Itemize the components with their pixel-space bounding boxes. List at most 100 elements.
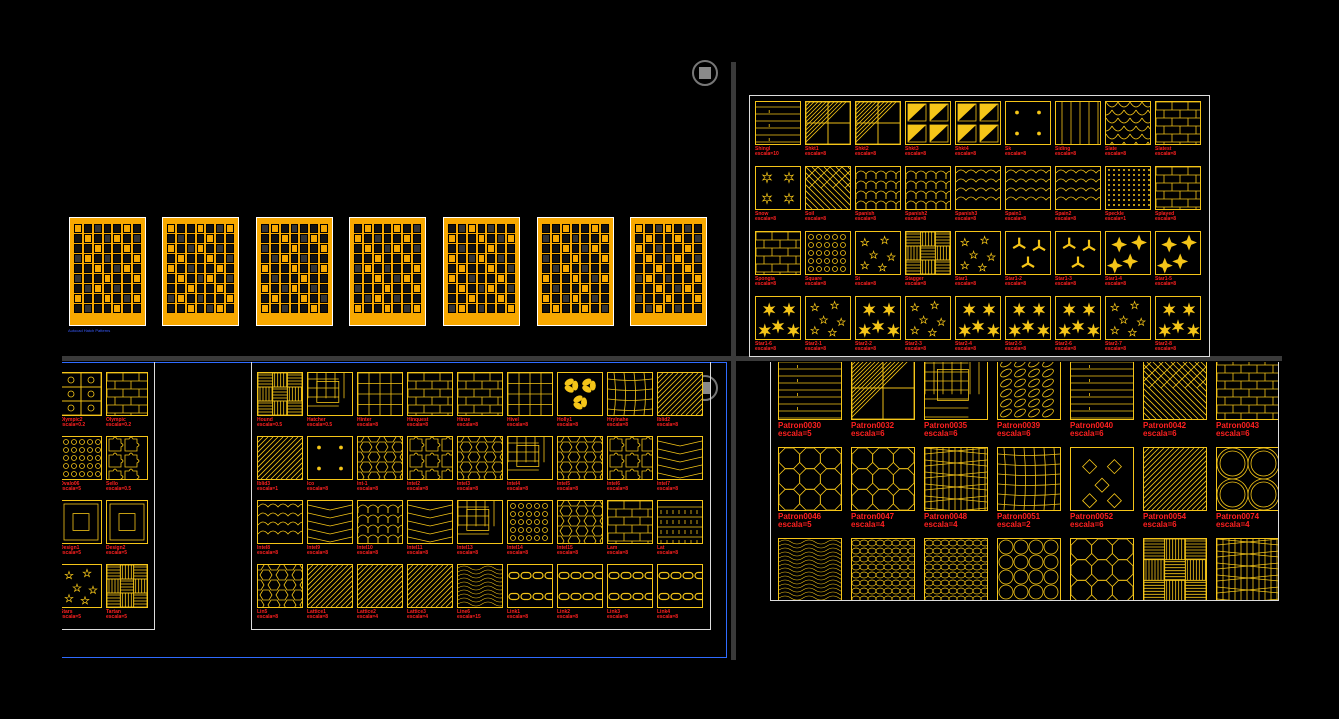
hatch-pattern-tile[interactable]: Patron0158escala=5 <box>1216 538 1278 600</box>
hatch-sheet-thumbnail[interactable] <box>256 217 333 326</box>
hatch-pattern-tile[interactable]: Patron0130escala=4 <box>997 538 1061 600</box>
viewport-splitter-vertical[interactable] <box>731 62 736 660</box>
hatch-pattern-tile[interactable]: Patron0093escala=6 <box>924 538 990 600</box>
hatch-pattern-tile[interactable]: Patron0138escala=2 <box>1143 538 1207 600</box>
hatch-pattern-tile[interactable]: Design1escala=5 <box>62 500 102 560</box>
hatch-sheet-thumbnail[interactable] <box>162 217 239 326</box>
hatch-sheet-thumbnail[interactable] <box>69 217 146 326</box>
hatch-sheet-thumbnail[interactable] <box>349 217 426 326</box>
active-viewport-frame[interactable] <box>62 362 727 658</box>
hatch-pattern-tile[interactable]: Patron0077escala=4 <box>778 538 852 600</box>
viewport-splitter-horizontal[interactable] <box>62 356 1282 361</box>
hatch-pattern-tile[interactable]: Patron0136escala=2 <box>1070 538 1134 600</box>
hatch-pattern-tile[interactable]: Ovalo06escala=5 <box>62 436 102 496</box>
navigation-cube-icon[interactable] <box>692 60 718 86</box>
hatch-pattern-tile[interactable]: Starsescala=5 <box>62 564 102 624</box>
hatch-sheet-thumbnail[interactable] <box>630 217 707 326</box>
hatch-sheet-thumbnail[interactable] <box>443 217 520 326</box>
hatch-pattern-tile[interactable]: Patron0092escala=5 <box>851 538 917 600</box>
